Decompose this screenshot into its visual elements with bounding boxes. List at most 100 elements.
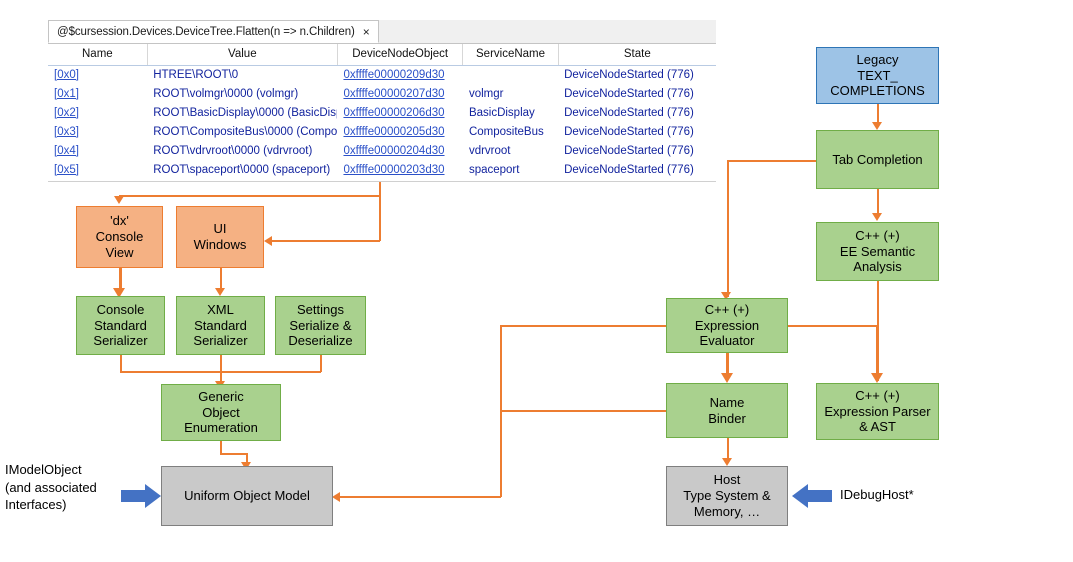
column-header-name[interactable]: Name [48, 44, 148, 66]
blue-arrow-head [145, 484, 161, 508]
row-node-link[interactable]: 0xffffe00000205d30 [343, 125, 445, 138]
node-tab-completion[interactable]: Tab Completion [816, 130, 939, 189]
arrowhead-expression-evaluator-top [721, 292, 731, 300]
row-state: DeviceNodeStarted (776) [564, 68, 694, 81]
arrowhead-expression-parser-ast [871, 373, 883, 383]
arrowhead-ee-semantic-analysis [872, 213, 882, 221]
node-console-standard-serializer[interactable]: Console Standard Serializer [76, 296, 165, 355]
row-node-link[interactable]: 0xffffe00000203d30 [343, 163, 445, 176]
connector-settings-serializer-down [320, 355, 322, 372]
connector-bus-to-generic-enum [220, 371, 222, 385]
tab-label: @$cursession.Devices.DeviceTree.Flatten(… [57, 25, 355, 38]
row-service: CompositeBus [468, 125, 544, 138]
connector-grid-to-uiwindows-vertical [379, 195, 381, 241]
node-ui-windows[interactable]: UI Windows [176, 206, 264, 268]
node-host-type-system-memory[interactable]: Host Type System & Memory, … [666, 466, 788, 526]
row-value: ROOT\volmgr\0000 (volmgr) [153, 87, 299, 100]
table-row[interactable]: [0x2] ROOT\BasicDisplay\0000 (BasicDispl… [48, 103, 716, 122]
arrowhead-host-type-system [722, 458, 732, 466]
arrowhead-to-dx-console-view [114, 196, 124, 204]
connector-to-expression-parser [876, 325, 879, 377]
arrowhead-name-binder [721, 373, 733, 383]
connector-console-serializer-down [120, 355, 122, 372]
connector-uiwindows-to-xml-serializer [220, 267, 222, 293]
row-service: BasicDisplay [468, 106, 535, 119]
column-header-devicenodeobject[interactable]: DeviceNodeObject [337, 44, 464, 66]
blue-arrow-shaft [121, 490, 145, 502]
node-dx-console-view[interactable]: 'dx' Console View [76, 206, 163, 268]
connector-tab-completion-to-ee-semantic [877, 189, 879, 217]
column-header-servicename[interactable]: ServiceName [462, 44, 559, 66]
row-value: HTREE\ROOT\0 [153, 68, 239, 81]
row-name-link[interactable]: [0x1] [54, 87, 79, 100]
table-row[interactable]: [0x4] ROOT\vdrvroot\0000 (vdrvroot) 0xff… [48, 141, 716, 160]
row-node-link[interactable]: 0xffffe00000207d30 [343, 87, 445, 100]
row-node-link[interactable]: 0xffffe00000209d30 [343, 68, 445, 81]
table-row[interactable]: [0x1] ROOT\volmgr\0000 (volmgr) 0xffffe0… [48, 84, 716, 103]
row-node-link[interactable]: 0xffffe00000206d30 [343, 106, 445, 119]
row-value: ROOT\spaceport\0000 (spaceport) [153, 163, 331, 176]
connector-tab-completion-to-evaluator-vertical [727, 160, 729, 297]
connector-name-binder-left [500, 410, 668, 412]
row-name-link[interactable]: [0x4] [54, 144, 79, 157]
column-header-value[interactable]: Value [147, 44, 338, 66]
connector-name-binder-to-host [727, 438, 729, 463]
connector-grid-to-uiwindows-horizontal [272, 240, 380, 242]
row-service [463, 65, 558, 84]
row-state: DeviceNodeStarted (776) [564, 163, 694, 176]
table-row[interactable]: [0x3] ROOT\CompositeBus\0000 (CompositeB… [48, 122, 716, 141]
table-row[interactable]: [0x5] ROOT\spaceport\0000 (spaceport) 0x… [48, 160, 716, 179]
grid-bottom-border [48, 181, 716, 182]
tabstrip-filler [378, 20, 716, 43]
device-tree-grid-window: @$cursession.Devices.DeviceTree.Flatten(… [48, 20, 716, 182]
node-name-binder[interactable]: Name Binder [666, 383, 788, 438]
table-body: [0x0] HTREE\ROOT\0 0xffffe00000209d30 De… [48, 65, 716, 179]
row-state: DeviceNodeStarted (776) [564, 87, 694, 100]
connector-grid-to-dx-horizontal [119, 195, 380, 197]
connector-evaluator-to-name-binder [726, 353, 729, 377]
connector-legacy-to-tab-completion [877, 104, 879, 126]
close-icon[interactable]: × [362, 24, 370, 39]
arrowhead-to-ui-windows [264, 236, 272, 246]
node-generic-object-enumeration[interactable]: Generic Object Enumeration [161, 384, 281, 441]
row-value: ROOT\vdrvroot\0000 (vdrvroot) [153, 144, 313, 157]
row-service: volmgr [468, 87, 504, 100]
blue-arrow-idebughost [792, 484, 832, 508]
node-cpp-expression-parser-ast[interactable]: C++ (+) Expression Parser & AST [816, 383, 939, 440]
blue-arrow-shaft [808, 490, 832, 502]
connector-left-trunk-vertical [500, 325, 502, 497]
row-value: ROOT\CompositeBus\0000 (CompositeBus) [153, 125, 338, 138]
connector-xml-serializer-down [220, 355, 222, 372]
connector-generic-enum-to-uom [246, 453, 248, 466]
arrowhead-xml-serializer [215, 288, 225, 296]
node-settings-serialize-deserialize[interactable]: Settings Serialize & Deserialize [275, 296, 366, 355]
table-header-row: Name Value DeviceNodeObject ServiceName … [48, 44, 716, 66]
connector-expression-evaluator-left [500, 325, 668, 327]
row-value: ROOT\BasicDisplay\0000 (BasicDisplay) [153, 106, 337, 119]
table-row[interactable]: [0x0] HTREE\ROOT\0 0xffffe00000209d30 De… [48, 65, 716, 84]
row-service: vdrvroot [468, 144, 511, 157]
row-service: spaceport [468, 163, 520, 176]
row-name-link[interactable]: [0x3] [54, 125, 79, 138]
arrowhead-console-serializer [113, 288, 125, 298]
node-cpp-ee-semantic-analysis[interactable]: C++ (+) EE Semantic Analysis [816, 222, 939, 281]
node-cpp-expression-evaluator[interactable]: C++ (+) Expression Evaluator [666, 298, 788, 353]
row-node-link[interactable]: 0xffffe00000204d30 [343, 144, 445, 157]
node-legacy-text-completions[interactable]: Legacy TEXT_ COMPLETIONS [816, 47, 939, 104]
device-node-table: Name Value DeviceNodeObject ServiceName … [48, 44, 716, 179]
node-xml-standard-serializer[interactable]: XML Standard Serializer [176, 296, 265, 355]
tab-device-tree-query[interactable]: @$cursession.Devices.DeviceTree.Flatten(… [48, 20, 379, 43]
blue-arrow-head [792, 484, 808, 508]
row-name-link[interactable]: [0x0] [54, 68, 79, 81]
row-state: DeviceNodeStarted (776) [564, 144, 694, 157]
row-state: DeviceNodeStarted (776) [564, 125, 694, 138]
arrowhead-uom-from-right [332, 492, 340, 502]
connector-generic-enum-down [220, 441, 222, 454]
column-header-state[interactable]: State [558, 44, 716, 66]
connector-tab-completion-left-horizontal [727, 160, 868, 162]
connector-ee-semantic-branch-to-evaluator [788, 325, 878, 327]
row-name-link[interactable]: [0x2] [54, 106, 79, 119]
node-uniform-object-model[interactable]: Uniform Object Model [161, 466, 333, 526]
row-name-link[interactable]: [0x5] [54, 163, 79, 176]
